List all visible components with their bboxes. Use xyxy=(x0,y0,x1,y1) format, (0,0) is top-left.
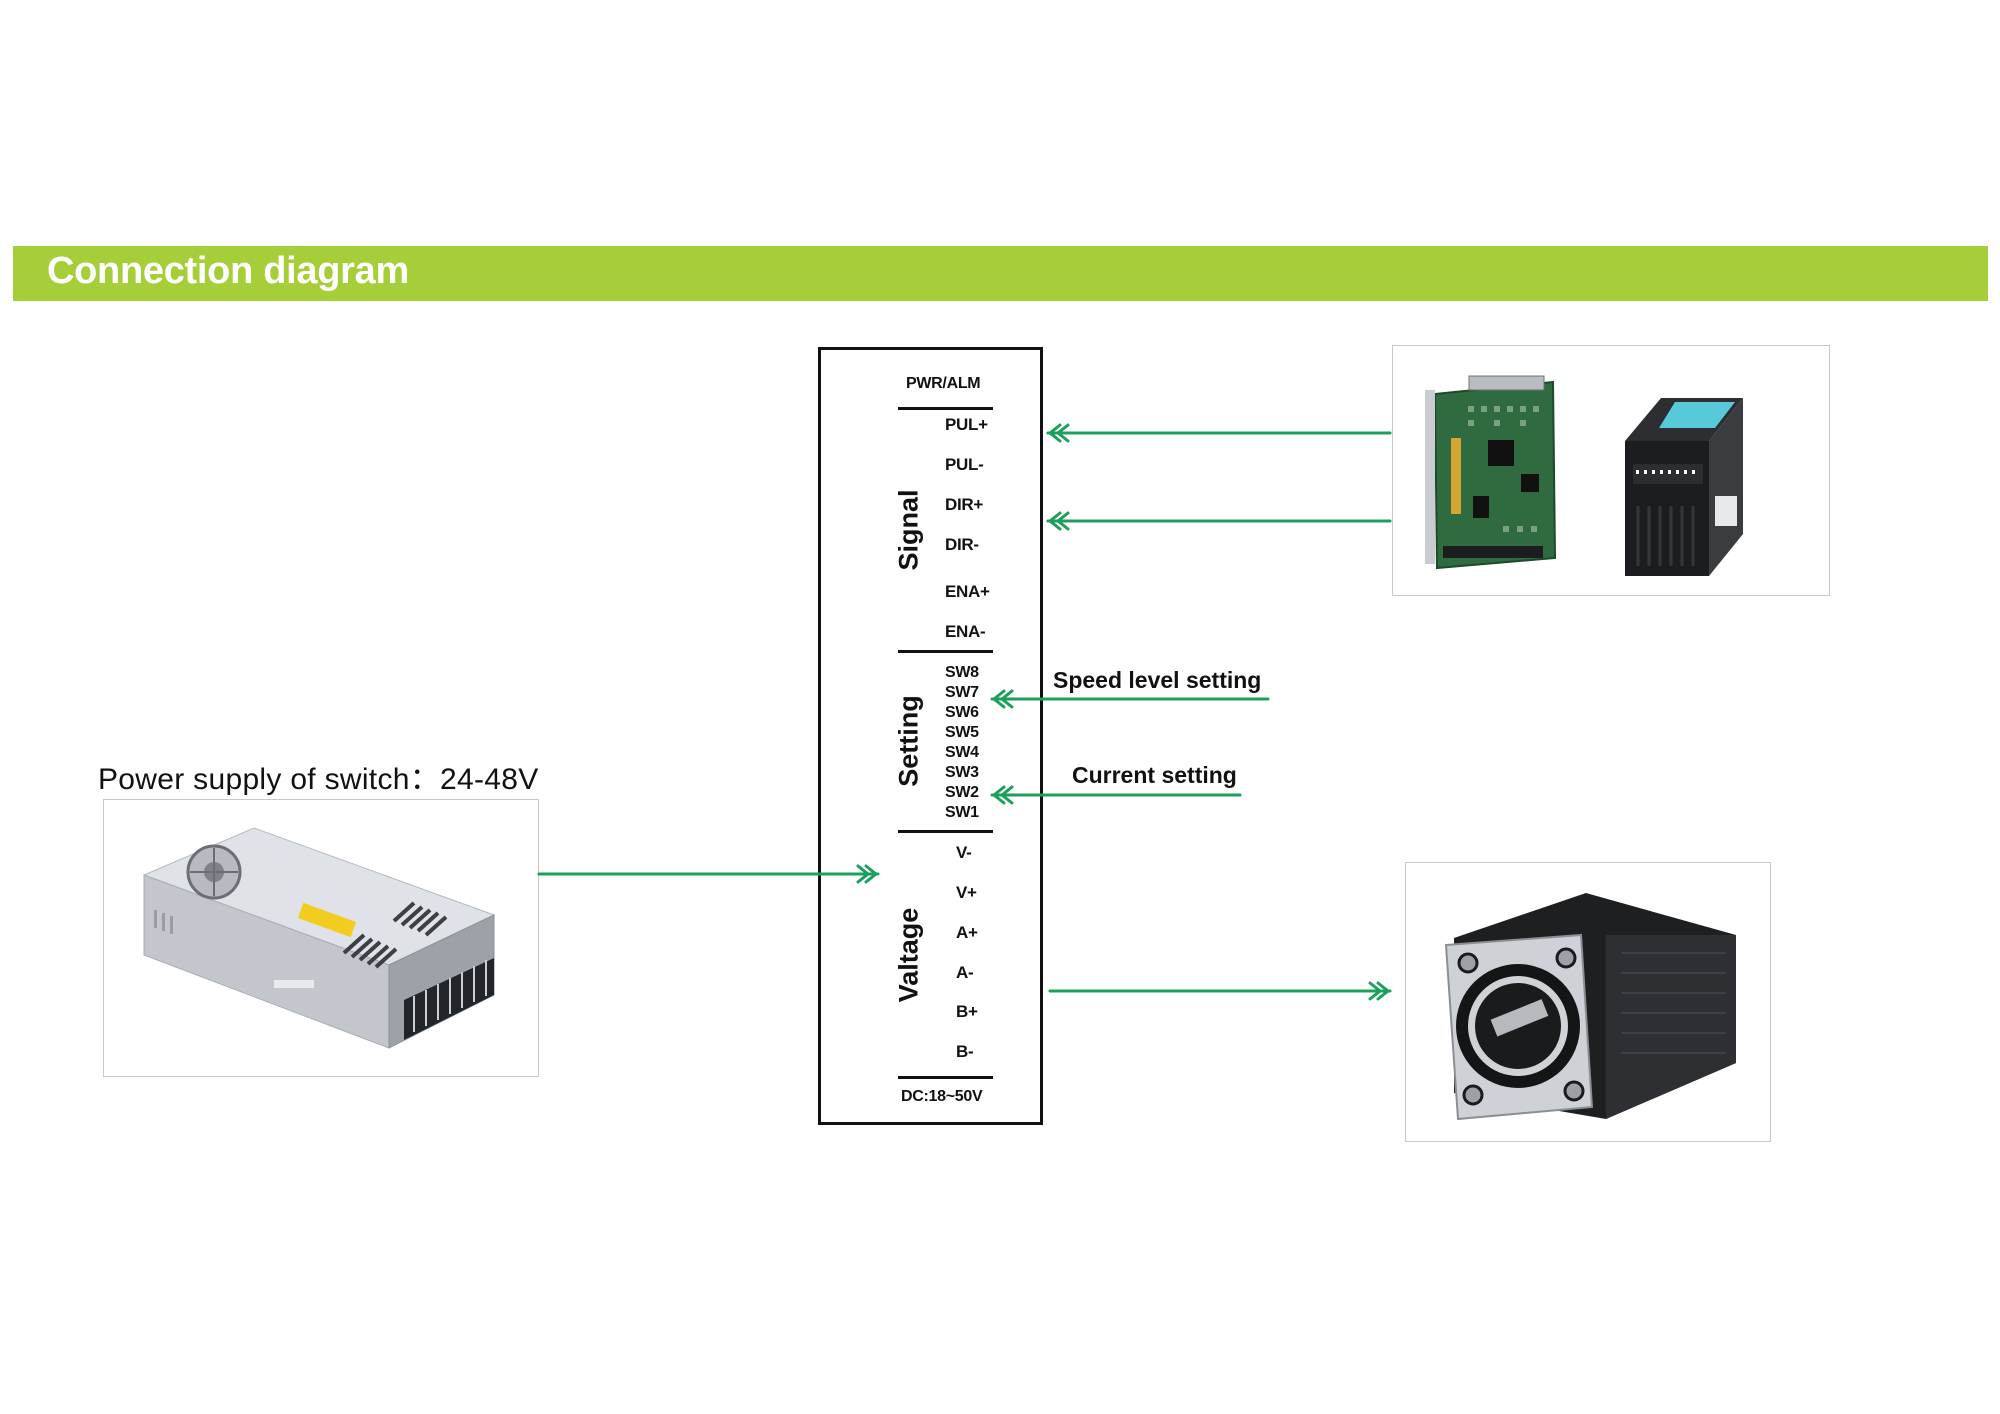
controller-frame xyxy=(1392,345,1830,596)
page-title: Connection diagram xyxy=(47,250,409,292)
pwr-alm-label: PWR/ALM xyxy=(906,375,981,392)
arrow-controller-to-pul xyxy=(1046,423,1392,443)
switch-sw7: SW7 xyxy=(945,684,979,701)
terminal-pul-minus: PUL- xyxy=(945,455,984,474)
terminal-a-plus: A+ xyxy=(956,923,978,942)
signal-top-divider xyxy=(898,407,993,410)
power-supply-image xyxy=(142,827,496,1049)
stepper-driver-panel: PWR/ALM PUL+ PUL- DIR+ DIR- ENA+ ENA- Si… xyxy=(818,347,1043,1125)
motion-control-card xyxy=(1425,375,1557,570)
terminal-v-minus: V- xyxy=(956,843,972,862)
arrow-speed-to-sw7 xyxy=(990,689,1270,709)
terminal-ena-plus: ENA+ xyxy=(945,582,990,601)
stepper-motor-image xyxy=(1444,893,1736,1121)
terminal-pul-plus: PUL+ xyxy=(945,415,988,434)
plc-unit xyxy=(1625,398,1743,576)
header-band: Connection diagram xyxy=(13,246,1988,301)
terminal-a-minus: A- xyxy=(956,963,974,982)
arrow-current-to-sw2 xyxy=(990,785,1242,805)
stepper-motor-frame xyxy=(1405,862,1771,1142)
terminal-v-plus: V+ xyxy=(956,883,977,902)
switch-sw8: SW8 xyxy=(945,664,979,681)
arrow-controller-to-dir xyxy=(1046,511,1392,531)
dc-range-label: DC:18~50V xyxy=(901,1088,983,1105)
switch-sw1: SW1 xyxy=(945,804,979,821)
switch-sw6: SW6 xyxy=(945,704,979,721)
switch-sw5: SW5 xyxy=(945,724,979,741)
power-supply-frame xyxy=(103,799,539,1077)
switch-sw2: SW2 xyxy=(945,784,979,801)
arrow-driver-to-motor xyxy=(1048,981,1392,1001)
controller-image xyxy=(1425,375,1743,576)
speed-level-label: Speed level setting xyxy=(1053,667,1262,693)
power-supply-caption: Power supply of switch：24-48V xyxy=(98,763,539,796)
setting-voltage-divider xyxy=(898,830,993,833)
switch-sw4: SW4 xyxy=(945,744,979,761)
voltage-bottom-divider xyxy=(898,1076,993,1079)
terminal-dir-minus: DIR- xyxy=(945,535,979,554)
terminal-b-minus: B- xyxy=(956,1042,974,1061)
current-setting-label: Current setting xyxy=(1072,762,1237,788)
terminal-b-plus: B+ xyxy=(956,1002,978,1021)
signal-setting-divider xyxy=(898,650,993,653)
switch-sw3: SW3 xyxy=(945,764,979,781)
terminal-ena-minus: ENA- xyxy=(945,622,986,641)
arrow-power-to-driver xyxy=(537,864,880,884)
terminal-dir-plus: DIR+ xyxy=(945,495,984,514)
